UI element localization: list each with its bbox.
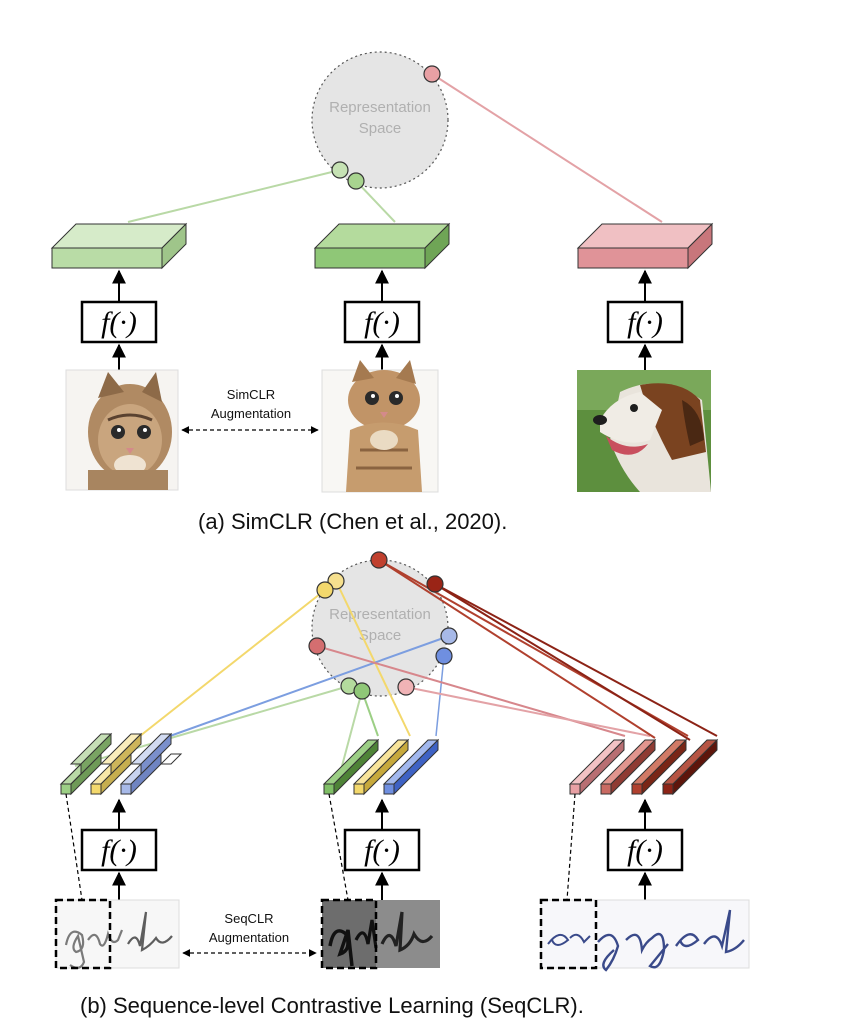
encoder-box: f(·)	[80, 300, 158, 344]
encoder-label: f(·)	[627, 306, 663, 339]
embedding-point	[347, 172, 365, 190]
encoder-box: f(·)	[343, 828, 421, 872]
frame-connector	[65, 793, 83, 901]
representation-space	[311, 51, 449, 189]
dog-image	[577, 370, 711, 492]
frame-connector	[566, 793, 576, 901]
panel-seqclr: Representation Space	[54, 551, 750, 1018]
feature-slab	[50, 222, 188, 270]
embedding-point	[327, 572, 345, 590]
projection-line	[355, 180, 396, 223]
caption-simclr: (a) SimCLR (Chen et al., 2020).	[198, 509, 507, 534]
panel-simclr: Representation Space	[50, 51, 714, 534]
embedding-point	[397, 678, 415, 696]
embedding-point	[370, 551, 388, 569]
encoder-box: f(·)	[606, 828, 684, 872]
encoder-label: f(·)	[101, 834, 137, 867]
projection-line	[431, 73, 663, 223]
encoder-label: f(·)	[364, 834, 400, 867]
embedding-point	[435, 647, 453, 665]
handwriting-image-engaged	[539, 898, 750, 972]
encoder-label: f(·)	[364, 306, 400, 339]
embedding-point	[308, 637, 326, 655]
embedding-point	[423, 65, 441, 83]
encoder-box: f(·)	[343, 300, 421, 344]
embedding-point	[426, 575, 444, 593]
handwriting-image	[54, 898, 180, 970]
cat-image-augmented	[321, 360, 439, 493]
encoder-box: f(·)	[606, 300, 684, 344]
feature-slab	[576, 222, 714, 270]
encoder-box: f(·)	[80, 828, 158, 872]
augmentation-label-line1: SimCLR	[227, 387, 275, 402]
frame-features-1-top	[69, 732, 183, 776]
augmentation-label-line2: Augmentation	[211, 406, 291, 421]
feature-slab	[313, 222, 451, 270]
embedding-point	[316, 581, 334, 599]
embedding-point	[331, 161, 349, 179]
embedding-point	[353, 682, 371, 700]
space-label-line1: Representation	[329, 606, 431, 623]
encoder-label: f(·)	[627, 834, 663, 867]
projection-line	[127, 169, 341, 223]
space-label-line2: Space	[359, 627, 402, 644]
cat-image	[65, 369, 179, 491]
frame-connector	[328, 793, 349, 901]
frame-features-2	[322, 738, 440, 796]
frame-features-3	[568, 738, 719, 796]
encoder-label: f(·)	[101, 306, 137, 339]
augmentation-label-line1: SeqCLR	[224, 911, 273, 926]
space-label-line2: Space	[359, 120, 402, 137]
caption-seqclr: (b) Sequence-level Contrastive Learning …	[80, 993, 584, 1018]
handwriting-image-augmented	[320, 898, 440, 970]
augmentation-label-line2: Augmentation	[209, 930, 289, 945]
space-label-line1: Representation	[329, 99, 431, 116]
embedding-point	[440, 627, 458, 645]
